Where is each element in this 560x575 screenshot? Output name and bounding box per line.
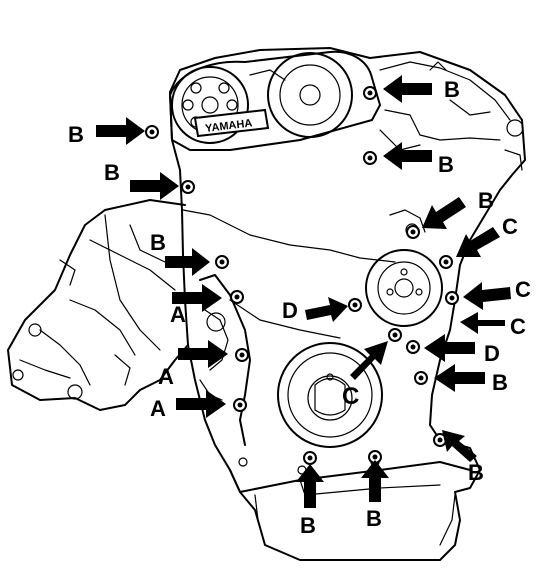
callout-label-b: B xyxy=(478,188,494,213)
callout-label-b: B xyxy=(150,230,166,255)
callout-label-d: D xyxy=(484,341,500,366)
callout-label-b: B xyxy=(492,370,508,395)
arrow-left-icon xyxy=(383,142,432,170)
arrow-left-icon xyxy=(424,334,475,362)
callout-label-b: B xyxy=(104,160,120,185)
arrow-right-icon xyxy=(165,248,210,276)
arrow-up-icon xyxy=(296,464,324,508)
arrow-down-left-icon xyxy=(422,197,466,229)
callout-label-b: B xyxy=(68,122,84,147)
arrow-up-right-icon xyxy=(350,341,388,380)
engine-block xyxy=(7,47,526,561)
crankshaft-pulley xyxy=(277,342,383,448)
callout-label-c: C xyxy=(502,214,518,239)
callout-label-b: B xyxy=(438,152,454,177)
callout-labels: B B B B B B C C C D A D C A B A B B B xyxy=(68,77,531,538)
callout-label-d: D xyxy=(282,298,298,323)
callout-label-a: A xyxy=(158,364,174,389)
arrow-up-left-icon xyxy=(442,430,477,462)
callout-label-c: C xyxy=(515,277,531,302)
callout-label-a: A xyxy=(170,302,186,327)
arrow-right-icon xyxy=(130,172,179,200)
arrow-down-left-icon xyxy=(456,227,500,257)
callout-arrows xyxy=(96,75,511,508)
arrow-left-icon xyxy=(434,364,485,392)
callout-label-b: B xyxy=(366,506,382,531)
callout-label-b: B xyxy=(444,77,460,102)
arrow-up-icon xyxy=(361,460,389,502)
arrow-left-icon xyxy=(383,75,432,103)
arrow-right-icon xyxy=(176,390,226,418)
callout-label-c: C xyxy=(342,383,359,410)
arrow-right-icon xyxy=(178,340,228,368)
water-pump-pulley xyxy=(365,249,443,327)
callout-label-a: A xyxy=(150,396,166,421)
callout-label-c: C xyxy=(510,314,526,339)
callout-label-b: B xyxy=(300,513,316,538)
arrow-left-icon xyxy=(460,312,505,334)
brand-text: YAMAHA xyxy=(205,117,253,135)
arrow-right-icon xyxy=(96,117,145,145)
arrow-left-icon xyxy=(463,282,511,310)
arrow-right-icon xyxy=(172,284,222,312)
callout-label-b: B xyxy=(468,460,484,485)
brand-plate: YAMAHA xyxy=(193,108,270,138)
arrow-right-icon xyxy=(305,297,348,322)
